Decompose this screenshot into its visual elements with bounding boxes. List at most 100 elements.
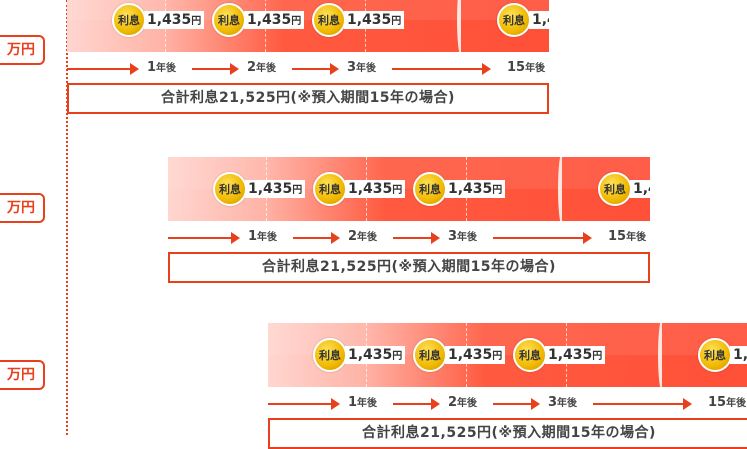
year-number: 2 [247,60,257,75]
timeline-arrow [268,398,340,410]
amount-value: 1,435 [548,347,593,363]
omission-wave [658,323,666,387]
year-label: 1年後 [348,394,377,410]
coin-icon: 利息 [497,3,531,37]
amount-value: 1,435 [347,12,392,28]
yen-unit: 円 [492,185,503,196]
interest-coin: 利息1,435円 [598,172,650,206]
coin-icon: 利息 [413,338,447,372]
timeline-arrow [67,63,139,75]
coin-icon: 利息 [413,172,447,206]
interest-amount: 1,435円 [545,346,606,364]
interest-amount: 1,435円 [244,11,305,29]
omission-wave [558,157,566,221]
amount-value: 1,435 [448,347,493,363]
year-label: 15年後 [608,228,646,244]
amount-value: 1,435 [348,347,393,363]
interest-coin: 利息 1,435円 [212,3,305,37]
year-suffix: 年後 [257,232,278,243]
year-suffix: 年後 [156,63,177,74]
amount-value: 1,435 [348,181,393,197]
year-suffix: 年後 [356,63,377,74]
coin-label: 利息 [319,183,341,196]
interest-coin: 利息 1,435円 [413,338,506,372]
year-number: 1 [248,229,258,244]
unit-label: 万円 [0,35,45,65]
coin-label: 利息 [318,14,340,27]
interest-amount: 1,435円 [144,11,205,29]
yen-unit: 円 [592,351,603,362]
interest-coin: 利息 1,435円 [213,172,306,206]
interest-amount: 1,435円 [345,346,406,364]
coin-icon: 利息 [312,3,346,37]
year-number: 3 [548,395,558,410]
coin-icon: 利息 [313,338,347,372]
year-suffix: 年後 [626,232,647,243]
timeline-arrow [192,63,239,75]
year-number: 1 [147,60,157,75]
interest-coin: 利息1,435円 [497,3,549,37]
year-label: 2年後 [448,394,477,410]
interest-amount: 1,435円 [445,346,506,364]
year-number: 15 [507,60,526,75]
interest-coin: 利息 1,435円 [513,338,606,372]
coin-label: 利息 [604,183,626,196]
year-suffix: 年後 [457,232,478,243]
year-number: 3 [347,60,357,75]
coin-label: 利息 [419,183,441,196]
year-suffix: 年後 [457,398,478,409]
coin-icon: 利息 [698,338,732,372]
coin-label: 利息 [219,183,241,196]
timeline-arrow [493,232,592,244]
yen-unit: 円 [292,185,303,196]
interest-amount: 1,435円 [730,346,747,364]
unit-label: 万円 [0,360,45,390]
interest-amount: 1,435円 [529,11,549,29]
interest-coin: 利息 1,435円 [698,338,747,372]
year-number: 3 [448,229,458,244]
year-label: 2年後 [348,228,377,244]
year-label: 15年後 [708,394,746,410]
timeline-arrow [593,398,692,410]
year-suffix: 年後 [726,398,747,409]
total-interest-box: 合計利息21,525円(※預入期間15年の場合) [268,418,747,449]
interest-amount: 1,435円 [344,11,405,29]
year-suffix: 年後 [256,63,277,74]
year-label: 3年後 [448,228,477,244]
interest-amount: 1,435円 [445,180,506,198]
amount-value: 1,435 [247,12,292,28]
interest-coin: 利息 1,435円 [413,172,506,206]
amount-value: 1,435 [532,12,549,28]
yen-unit: 円 [191,16,202,27]
year-label: 2年後 [247,59,276,75]
total-interest-box: 合計利息21,525円(※預入期間15年の場合) [168,252,650,283]
year-number: 15 [608,229,627,244]
coin-icon: 利息 [313,172,347,206]
year-label: 15年後 [507,59,545,75]
interest-amount: 1,435円 [245,180,306,198]
coin-label: 利息 [519,349,541,362]
year-suffix: 年後 [525,63,546,74]
coin-label: 利息 [218,14,240,27]
yen-unit: 円 [492,351,503,362]
year-number: 15 [708,395,727,410]
coin-icon: 利息 [212,3,246,37]
year-label: 1年後 [248,228,277,244]
coin-label: 利息 [419,349,441,362]
unit-label: 万円 [0,193,45,223]
timeline-arrow [293,232,340,244]
yen-unit: 円 [391,16,402,27]
amount-value: 1,435 [733,347,747,363]
coin-label: 利息 [704,349,726,362]
timeline-arrow [292,63,339,75]
total-interest-box: 合計利息21,525円(※預入期間15年の場合) [67,83,549,114]
coin-icon: 利息 [213,172,247,206]
yen-unit: 円 [392,185,403,196]
yen-unit: 円 [291,16,302,27]
year-number: 1 [348,395,358,410]
